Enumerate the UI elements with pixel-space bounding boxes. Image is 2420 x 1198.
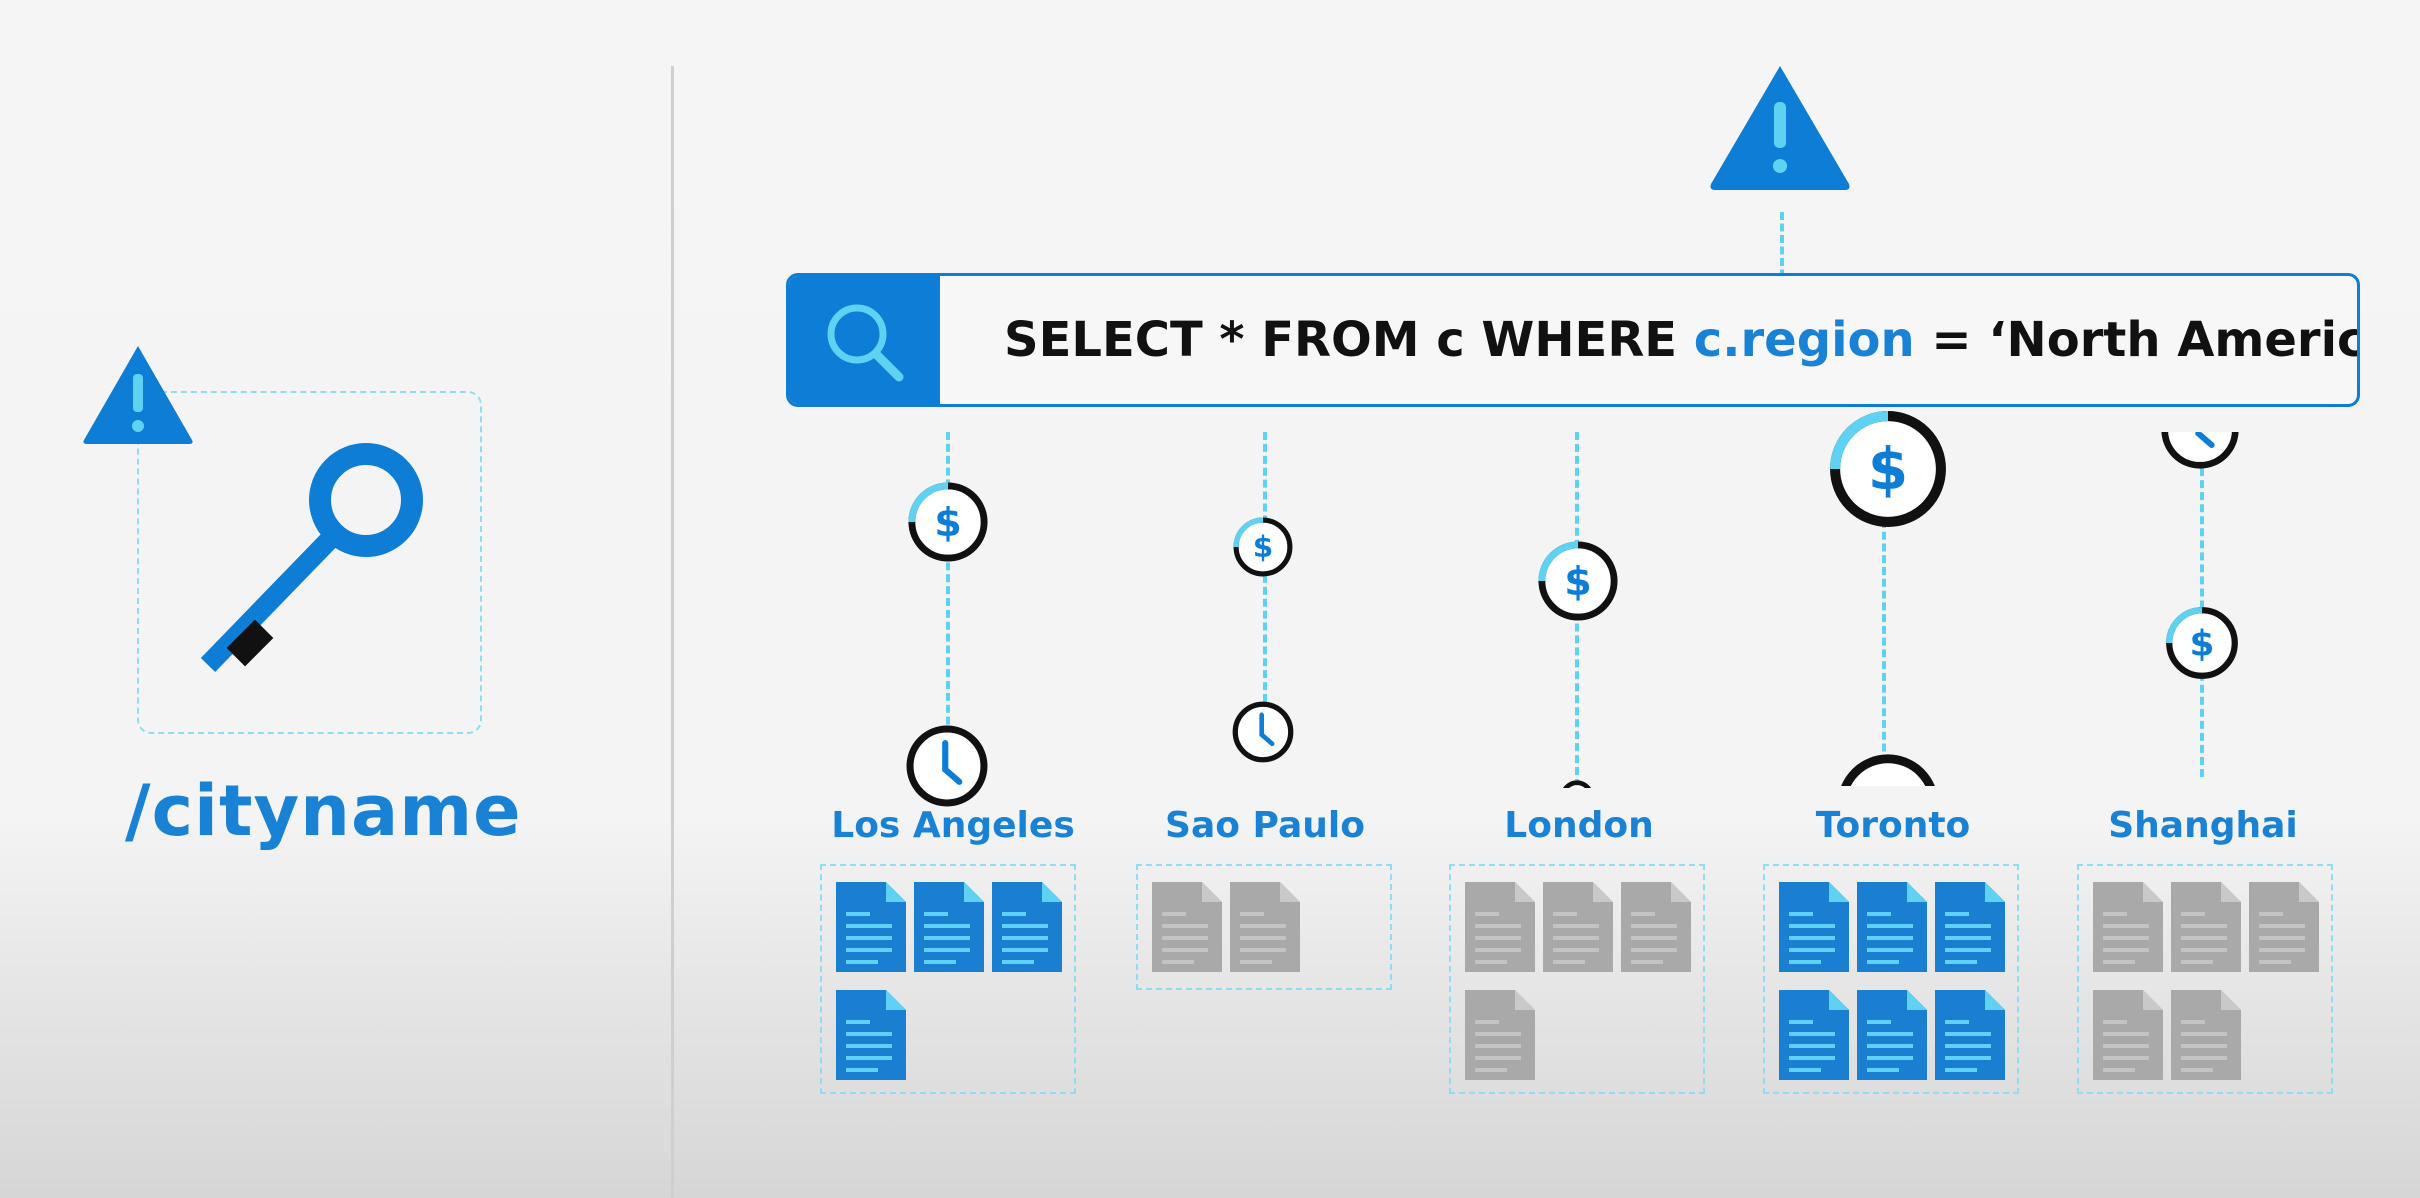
document-icon	[1465, 990, 1535, 1080]
query-bar: SELECT * FROM c WHERE c.region = ‘North …	[786, 273, 2360, 407]
document-icon	[1935, 882, 2005, 972]
query-text: SELECT * FROM c WHERE c.region = ‘North …	[1004, 276, 2357, 404]
clock-icon	[2158, 432, 2242, 472]
document-grid	[1779, 882, 2005, 1080]
document-icon	[1779, 882, 1849, 972]
cost-coin-icon: $	[1825, 406, 1951, 532]
partition-documents	[1449, 864, 1705, 1094]
document-icon	[1857, 882, 1927, 972]
document-icon	[2171, 990, 2241, 1080]
document-icon	[1779, 990, 1849, 1080]
clock-icon	[1230, 699, 1296, 765]
partition-label: Los Angeles	[831, 805, 1075, 846]
partition-label: Sao Paulo	[1165, 805, 1365, 846]
cost-coin-icon: $	[1231, 515, 1295, 579]
connector-toronto	[1882, 520, 1886, 775]
cost-coin-icon: $	[1535, 538, 1621, 624]
document-icon	[2171, 882, 2241, 972]
query-suffix: = ‘North America’	[1931, 312, 2357, 368]
warning-triangle-icon	[78, 340, 198, 448]
cost-coin-icon: $	[905, 479, 991, 565]
svg-text:$: $	[2190, 623, 2215, 664]
partition-documents	[1763, 864, 2019, 1094]
document-icon	[836, 990, 906, 1080]
partition-key-path: /cityname	[125, 770, 522, 852]
document-icon	[1230, 882, 1300, 972]
document-grid	[836, 882, 1062, 1080]
partition-label: London	[1504, 805, 1654, 846]
search-button[interactable]	[789, 276, 940, 404]
panel-divider	[671, 66, 674, 1198]
document-icon	[2093, 990, 2163, 1080]
document-icon	[2093, 882, 2163, 972]
clock-icon	[1560, 780, 1594, 788]
query-prefix: SELECT * FROM c WHERE	[1004, 312, 1694, 368]
svg-text:$: $	[1253, 530, 1273, 564]
document-grid	[1152, 882, 1378, 972]
partition-label: Shanghai	[2108, 805, 2298, 846]
document-icon	[1543, 882, 1613, 972]
clock-icon	[903, 722, 991, 810]
partition-documents	[1136, 864, 1392, 990]
document-icon	[1152, 882, 1222, 972]
svg-text:$: $	[934, 500, 962, 546]
query-warning-connector	[1780, 212, 1784, 312]
document-grid	[1465, 882, 1691, 1080]
document-icon	[1621, 882, 1691, 972]
svg-text:$: $	[1868, 435, 1908, 503]
document-icon	[914, 882, 984, 972]
query-warning-icon	[1705, 60, 1855, 195]
document-icon	[2249, 882, 2319, 972]
document-icon	[1465, 882, 1535, 972]
partition-documents	[2077, 864, 2333, 1094]
document-icon	[1935, 990, 2005, 1080]
search-icon	[827, 304, 904, 382]
svg-text:$: $	[1564, 559, 1592, 605]
clock-icon	[1833, 750, 1943, 786]
key-icon	[190, 440, 440, 680]
document-icon	[992, 882, 1062, 972]
connector-shanghai	[2200, 432, 2204, 777]
partition-documents	[820, 864, 1076, 1094]
cost-coin-icon: $	[2163, 604, 2241, 682]
partition-label: Toronto	[1815, 805, 1971, 846]
document-icon	[836, 882, 906, 972]
document-icon	[1857, 990, 1927, 1080]
query-field: c.region	[1693, 312, 1915, 368]
partition-key-frame	[137, 391, 482, 734]
connector-los-angeles	[946, 432, 950, 772]
document-grid	[2093, 882, 2319, 1080]
